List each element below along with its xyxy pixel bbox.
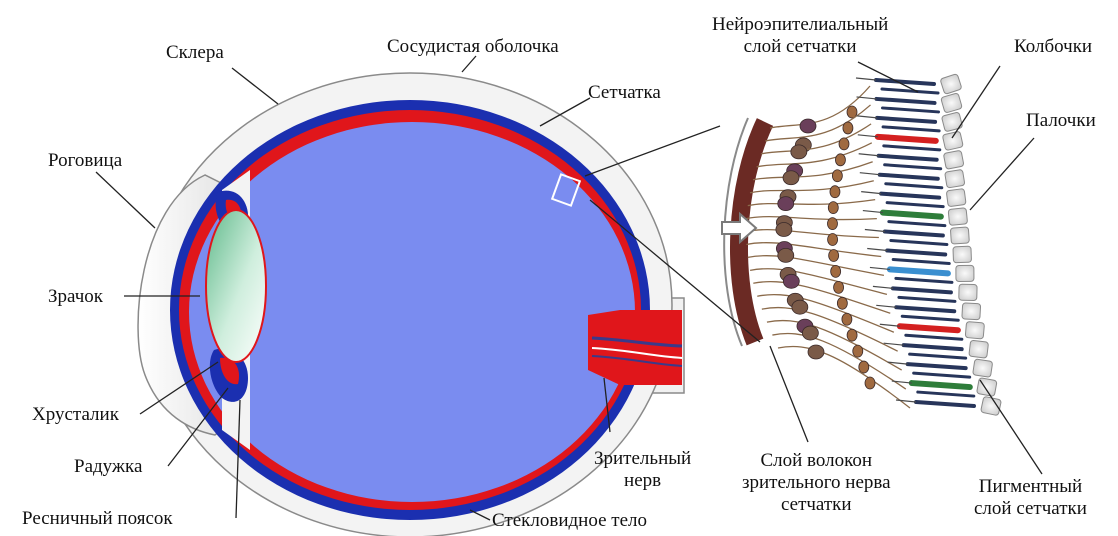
retina-cells (746, 78, 974, 408)
label-pigment-line1: Пигментный (974, 476, 1087, 498)
retina-cell (765, 97, 938, 152)
retina-cell (753, 154, 941, 185)
label-pupil: Зрачок (48, 286, 103, 308)
retina-cell (748, 192, 943, 214)
label-optic-nerve-line2: нерв (594, 470, 691, 492)
label-nerve-fiber-line2: зрительного нерва (742, 472, 891, 494)
pigment-cell (953, 246, 972, 263)
pigment-cell (981, 396, 1002, 415)
pigment-cell (946, 189, 966, 207)
label-lens: Хрусталик (32, 404, 119, 426)
label-iris: Радужка (74, 456, 142, 478)
label-optic-nerve: Зрительный нерв (594, 448, 691, 492)
pigment-cell (973, 359, 993, 377)
label-cones: Колбочки (1014, 36, 1092, 58)
label-nerve-fiber-layer: Слой волокон зрительного нерва сетчатки (742, 450, 891, 516)
pigment-cell (956, 265, 974, 281)
label-vitreous-body: Стекловидное тело (492, 510, 647, 532)
pigment-cell (942, 131, 963, 151)
retina-cell (746, 223, 947, 246)
lens (206, 210, 266, 362)
label-neuroepithelial-line2: слой сетчатки (712, 36, 888, 58)
label-ciliary-zonule: Ресничный поясок (22, 508, 173, 530)
label-neuroepithelial-line1: Нейроэпителиальный (712, 14, 888, 36)
retina-magnified (722, 74, 1001, 416)
label-nerve-fiber-line3: сетчатки (742, 494, 891, 516)
pigment-cell (943, 150, 964, 169)
pigment-cell (965, 321, 984, 338)
pigment-cell (941, 93, 963, 113)
retina-cell (746, 241, 949, 263)
label-sclera: Склера (166, 42, 224, 64)
pigment-cell (945, 169, 965, 188)
pigment-epithelium (940, 74, 1001, 416)
pigment-cell (969, 340, 989, 358)
label-choroid: Сосудистая оболочка (387, 36, 559, 58)
optic-nerve-core (588, 310, 682, 385)
label-cornea: Роговица (48, 150, 122, 172)
pigment-cell (941, 112, 962, 132)
label-neuroepithelial-layer: Нейроэпителиальный слой сетчатки (712, 14, 888, 58)
pigment-cell (950, 227, 969, 244)
label-nerve-fiber-line1: Слой волокон (742, 450, 891, 472)
pigment-cell (962, 303, 981, 320)
pigment-cell (959, 284, 977, 300)
label-rods: Палочки (1026, 110, 1096, 132)
retina-cell (770, 78, 938, 133)
label-pigment-layer: Пигментный слой сетчатки (974, 476, 1087, 520)
pigment-cell (948, 208, 967, 226)
label-pigment-line2: слой сетчатки (974, 498, 1087, 520)
label-retina: Сетчатка (588, 82, 661, 104)
label-optic-nerve-line1: Зрительный (594, 448, 691, 470)
pigment-cell (940, 74, 962, 95)
